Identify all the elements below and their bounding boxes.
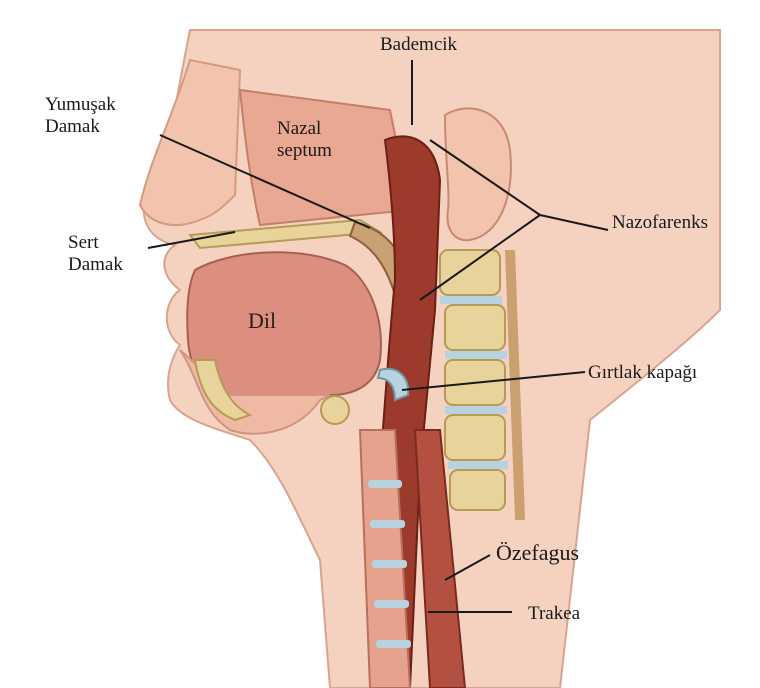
label-yumusak-damak: Yumuşak Damak [45,94,116,138]
trachea-ring [374,600,409,608]
trachea-ring [372,560,407,568]
vertebra [440,250,500,295]
label-bademcik: Bademcik [380,34,457,56]
vertebra [445,305,505,350]
label-ozefagus: Özefagus [496,540,579,566]
label-girtlak-kapagi: Gırtlak kapağı [588,362,697,384]
vertebra [445,415,505,460]
trachea-ring [376,640,411,648]
trachea-ring [370,520,405,528]
label-trakea: Trakea [528,603,580,625]
label-nazofarenks: Nazofarenks [612,212,708,234]
disc [445,351,507,359]
hyoid-bone [321,396,349,424]
label-nazal-septum: Nazal septum [277,118,332,162]
label-sert-damak: Sert Damak [68,232,123,276]
disc [448,461,508,469]
disc [440,296,502,304]
trachea-ring [368,480,402,488]
disc [445,406,507,414]
vertebra [450,470,505,510]
nose-shape [140,60,240,225]
label-dil: Dil [248,308,276,334]
